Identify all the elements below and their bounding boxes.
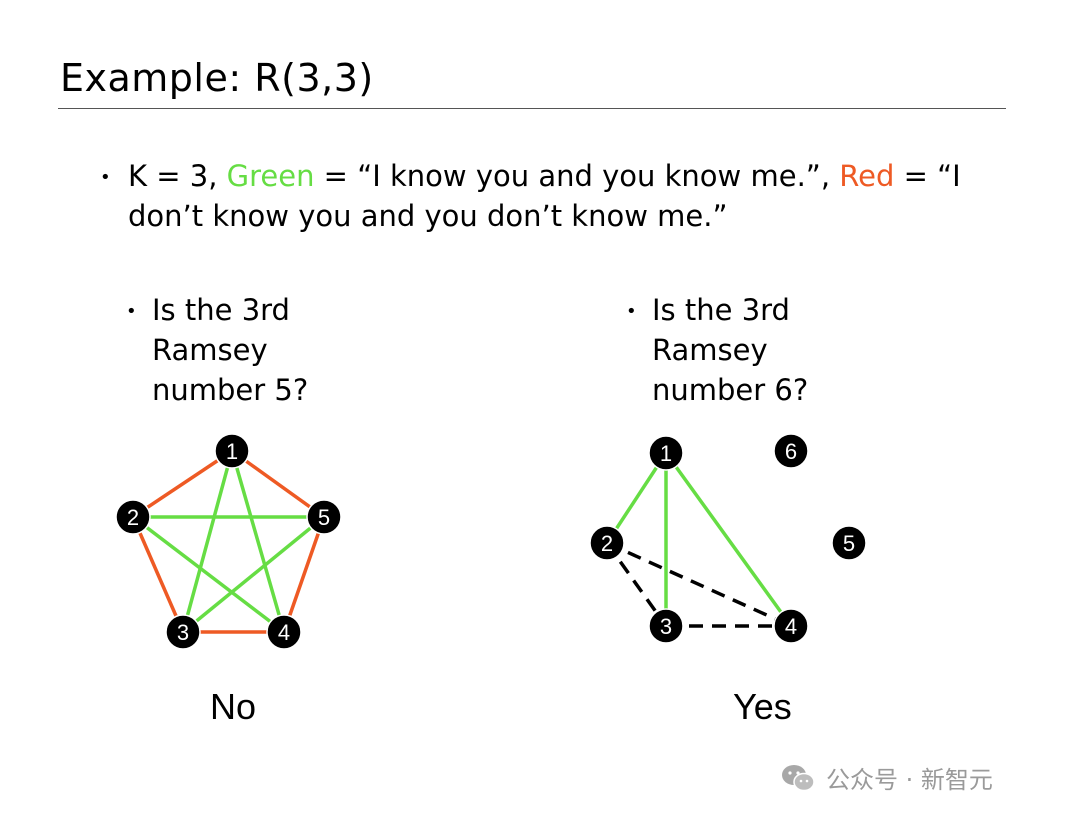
right-question-line-3: number 6? (652, 373, 809, 407)
left-question-line-1: Is the 3rd (152, 293, 290, 327)
right-question-line-1: Is the 3rd (652, 293, 790, 327)
right-edge-1-4 (664, 451, 793, 628)
right-node-label: 2 (601, 531, 613, 556)
left-edge-3-5 (181, 515, 326, 634)
right-node-label: 4 (785, 614, 797, 639)
right-node-6: 6 (773, 433, 809, 469)
green-word: Green (226, 159, 315, 193)
watermark-text: 公众号 · 新智元 (826, 766, 993, 794)
left-question-line-2: Ramsey (152, 333, 268, 367)
left-node-label: 1 (226, 439, 238, 464)
right-edge-2-3 (605, 541, 668, 628)
left-edge-1-3 (181, 450, 234, 633)
right-answer: Yes (733, 686, 792, 727)
right-node-5: 5 (831, 525, 867, 561)
right-node-1: 1 (648, 435, 684, 471)
right-node-label: 6 (785, 439, 797, 464)
right-node-2: 2 (589, 525, 625, 561)
left-edge-4-5 (282, 516, 326, 633)
left-node-5: 5 (306, 499, 342, 535)
definition-bullet: • K = 3, Green = “I know you and you kno… (100, 156, 980, 236)
left-edge-1-2 (132, 449, 233, 519)
left-node-label: 5 (318, 505, 330, 530)
wechat-icon (782, 764, 815, 791)
bullet-dot: • (626, 301, 637, 322)
title-divider (58, 108, 1006, 109)
left-node-1: 1 (214, 433, 250, 469)
right-node-label: 5 (843, 531, 855, 556)
right-node-3: 3 (648, 608, 684, 644)
slide-title: Example: R(3,3) (60, 56, 374, 100)
left-edge-2-4 (131, 515, 286, 634)
definition-text: K = 3, Green = “I know you and you know … (128, 156, 980, 236)
bullet-dot: • (126, 301, 137, 322)
left-edge-1-4 (230, 450, 286, 633)
left-node-4: 4 (266, 614, 302, 650)
left-node-2: 2 (115, 499, 151, 535)
right-edge-2-4 (606, 541, 792, 628)
right-edge-1-2 (605, 452, 668, 544)
left-node-label: 3 (177, 620, 189, 645)
left-edge-2-3 (131, 516, 185, 633)
definition-suffix: = “I don’t know you and you don’t know m… (128, 159, 961, 233)
bullet-dot: • (100, 167, 111, 188)
left-question-line-3: number 5? (152, 373, 309, 407)
right-question: • Is the 3rd Ramsey number 6? (626, 290, 876, 410)
left-question: • Is the 3rd Ramsey number 5? (126, 290, 376, 410)
left-node-label: 2 (127, 505, 139, 530)
definition-prefix: K = 3, (128, 159, 227, 193)
red-word: Red (839, 159, 895, 193)
left-node-label: 4 (278, 620, 290, 645)
left-node-3: 3 (165, 614, 201, 650)
right-node-label: 3 (660, 614, 672, 639)
right-question-line-2: Ramsey (652, 333, 768, 367)
left-edge-5-1 (230, 449, 326, 519)
watermark: 公众号 · 新智元 (780, 760, 993, 795)
right-node-4: 4 (773, 608, 809, 644)
left-answer: No (210, 686, 257, 727)
definition-mid: = “I know you and you know me.”, (314, 159, 840, 193)
right-node-label: 1 (660, 441, 672, 466)
